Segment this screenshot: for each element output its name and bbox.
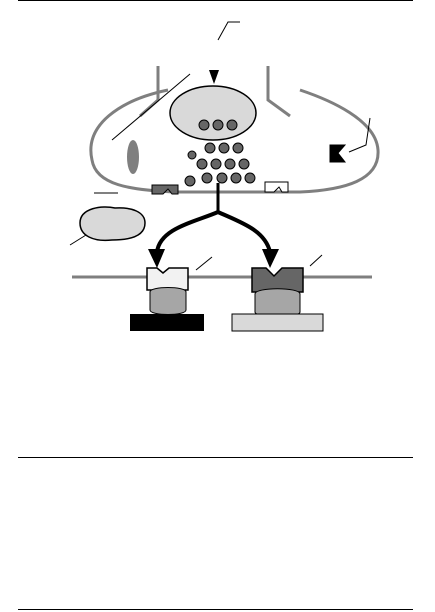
membrane-oval <box>127 140 139 174</box>
vesicle <box>230 172 242 184</box>
bottom-rule <box>18 609 413 610</box>
vesicle <box>196 158 208 170</box>
axon-right-wall <box>266 66 291 118</box>
vesicles <box>184 119 256 187</box>
vesicle <box>184 175 196 187</box>
transporter-left <box>151 184 179 195</box>
vesicle <box>232 142 244 154</box>
vesicle <box>224 158 236 170</box>
vesicle <box>204 142 216 154</box>
top-rule <box>18 0 413 1</box>
small-arrow-receptor-left <box>195 256 213 271</box>
vesicle <box>212 119 224 131</box>
vesicle <box>216 172 228 184</box>
release-curve-left <box>155 210 219 253</box>
vesicle <box>198 119 210 131</box>
small-arrow-mid <box>111 73 191 141</box>
small-arrow-receptor-right <box>309 254 323 267</box>
vesicle <box>201 172 213 184</box>
vesicle <box>187 150 197 160</box>
ellipse-arrow <box>209 70 219 84</box>
right-receptor-lower <box>254 288 301 317</box>
left-receptor-lower <box>149 287 187 315</box>
arrowhead-right <box>262 249 279 268</box>
vesicle <box>218 142 230 154</box>
small-arrow-bubble <box>69 234 87 246</box>
vesicle <box>244 172 256 184</box>
small-arrow-right <box>348 117 371 153</box>
middle-rule <box>18 457 413 458</box>
arrowhead-left <box>148 249 165 268</box>
right-effector-block <box>231 313 324 332</box>
right-receptor <box>329 144 347 163</box>
vesicle <box>210 158 222 170</box>
vesicle <box>226 119 238 131</box>
transporter-right <box>264 181 289 193</box>
small-arrow-top <box>217 21 240 41</box>
large-ellipse <box>169 85 257 141</box>
left-receptor <box>146 267 189 291</box>
left-effector-block <box>130 314 204 331</box>
release-curve-right <box>217 210 272 253</box>
vesicle <box>238 158 250 170</box>
glia-bubble <box>79 206 146 242</box>
